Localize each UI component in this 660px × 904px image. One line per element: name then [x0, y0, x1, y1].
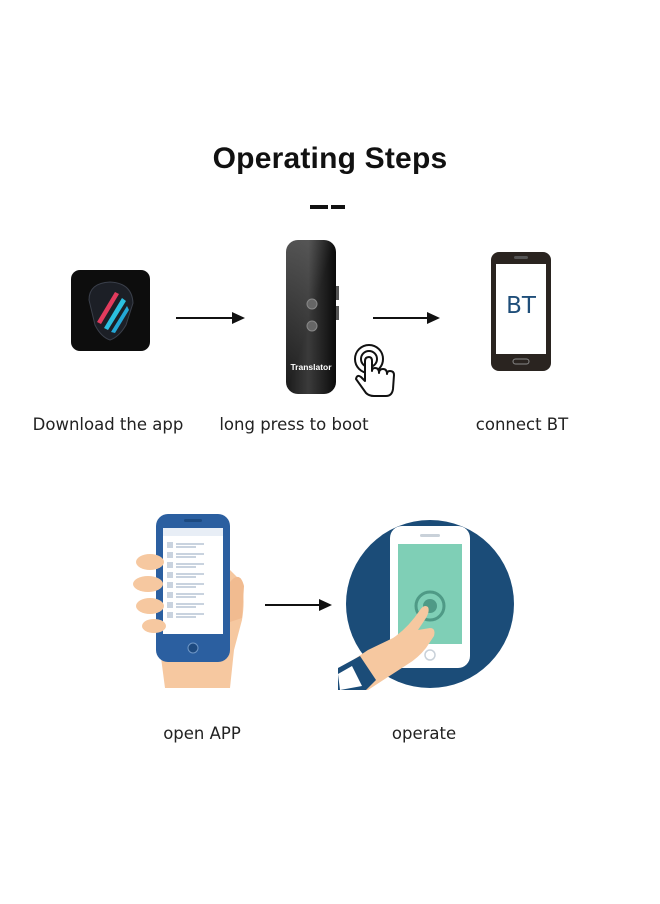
caption-open-app: open APP: [163, 724, 241, 743]
hand-holding-phone-icon: [133, 514, 244, 688]
arrow-right-icon: [373, 312, 440, 324]
caption-download: Download the app: [32, 415, 184, 434]
caption-boot: long press to boot: [219, 415, 369, 434]
title-dash-left: [310, 205, 328, 209]
title-dash-right: [331, 205, 345, 209]
press-hand-icon: [354, 344, 395, 397]
page-title: Operating Steps: [212, 142, 448, 175]
app-logo-icon: [71, 270, 150, 351]
phone-bt: [491, 252, 551, 371]
finger-tap-icon: [338, 520, 514, 690]
caption-operate: operate: [391, 724, 457, 743]
device-label: Translator: [290, 362, 332, 372]
arrow-right-icon: [265, 599, 332, 611]
translator-device: [286, 240, 339, 394]
bt-screen-text: BT: [506, 293, 536, 319]
caption-connect: connect BT: [475, 415, 569, 434]
arrow-right-icon: [176, 312, 245, 324]
